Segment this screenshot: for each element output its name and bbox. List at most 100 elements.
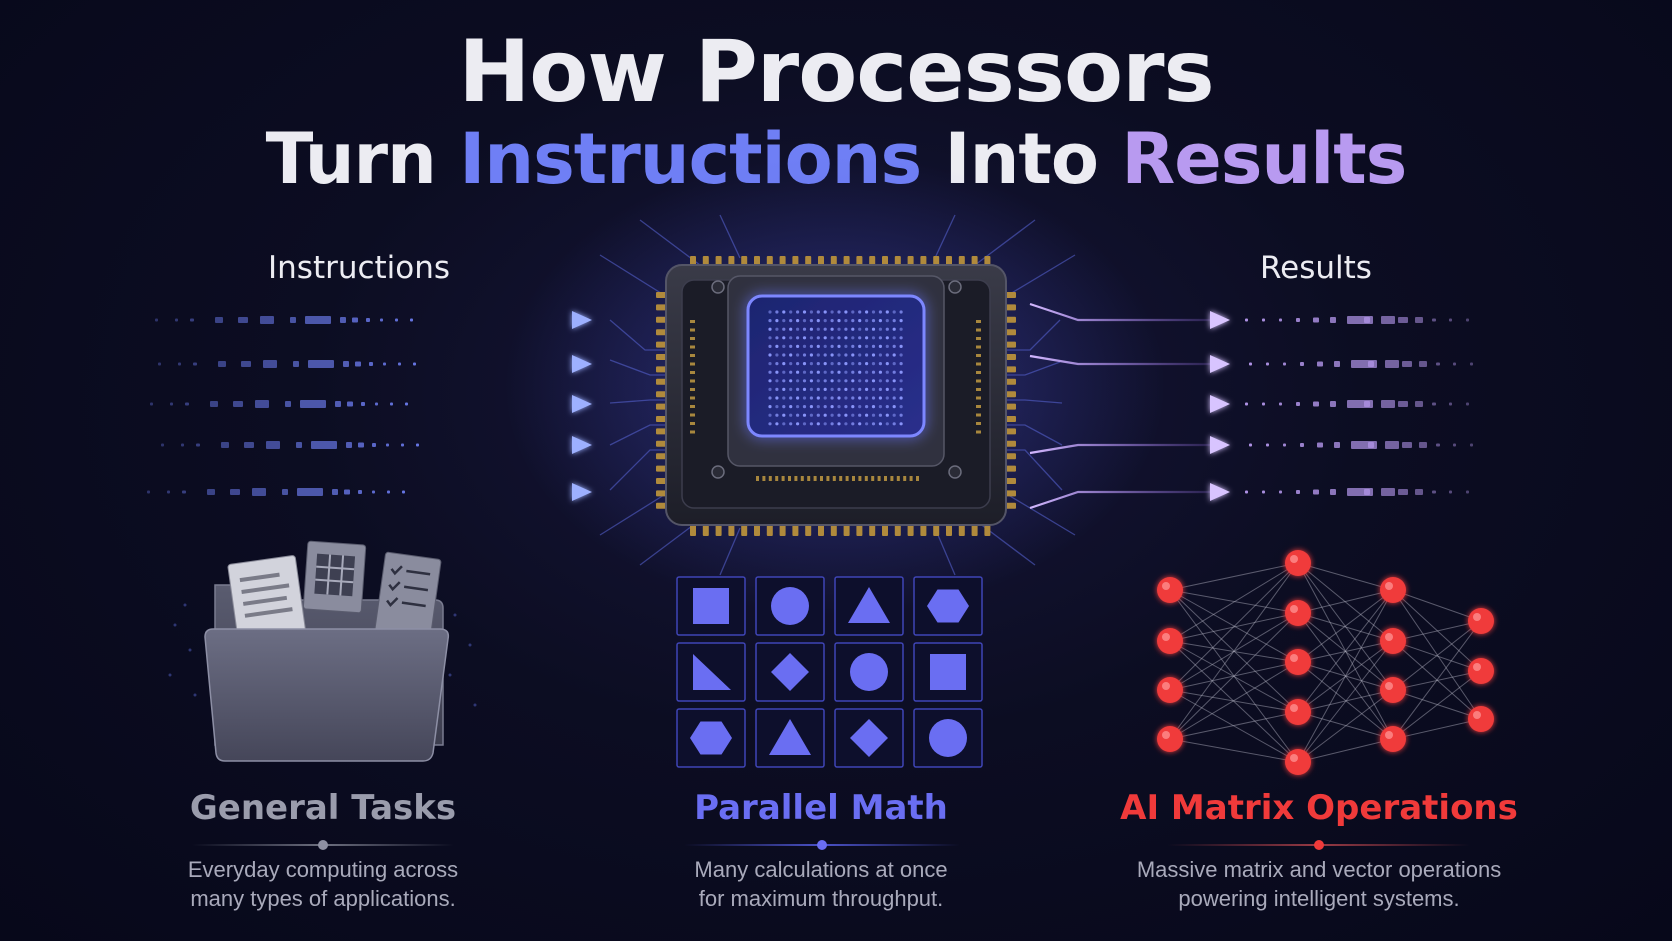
stream-line bbox=[1029, 443, 1210, 455]
network-node bbox=[1380, 628, 1406, 654]
stream-dash bbox=[218, 361, 226, 367]
network-edge bbox=[1297, 589, 1394, 763]
die-dot bbox=[871, 379, 876, 383]
stream-dash bbox=[221, 442, 229, 448]
stream-line bbox=[1029, 354, 1210, 366]
network-edge bbox=[1297, 661, 1394, 740]
die-dot bbox=[802, 310, 807, 314]
general-tasks-title: General Tasks bbox=[189, 788, 457, 828]
network-edge bbox=[1297, 589, 1394, 713]
stream-dash bbox=[147, 490, 150, 494]
die-dot bbox=[899, 413, 903, 417]
package-contact bbox=[690, 379, 695, 383]
network-edge bbox=[1392, 620, 1482, 642]
ai-matrix-title: AI Matrix Operations bbox=[1120, 788, 1518, 828]
die-dot bbox=[851, 327, 855, 331]
package-contact bbox=[976, 396, 981, 400]
network-node bbox=[1157, 577, 1183, 603]
die-dot bbox=[878, 336, 883, 340]
network-edge bbox=[1392, 670, 1482, 740]
stream-dash bbox=[263, 360, 277, 368]
die-dot bbox=[775, 362, 779, 366]
package-contact bbox=[976, 405, 981, 408]
package-contact bbox=[976, 354, 981, 357]
die-dot bbox=[802, 362, 807, 366]
die-dot bbox=[789, 362, 793, 366]
chip-pin bbox=[933, 524, 940, 536]
die-dot bbox=[796, 379, 800, 383]
die-dot bbox=[865, 310, 869, 314]
die-dot bbox=[865, 422, 869, 426]
arrow-head bbox=[572, 311, 592, 329]
stream-dash bbox=[215, 317, 223, 323]
die-dot bbox=[844, 344, 848, 348]
package-contact bbox=[976, 371, 981, 374]
die-dot bbox=[816, 396, 820, 400]
stream-dash bbox=[375, 402, 378, 406]
network-node bbox=[1285, 600, 1311, 626]
chip-pin bbox=[843, 524, 850, 536]
network-edge bbox=[1169, 589, 1299, 614]
stream-dash bbox=[395, 318, 398, 322]
die-dot bbox=[823, 353, 827, 357]
die-dot bbox=[830, 387, 834, 391]
die-dot bbox=[789, 344, 793, 348]
die-dot bbox=[768, 387, 772, 391]
node-highlight bbox=[1473, 711, 1481, 719]
die-dot bbox=[871, 319, 876, 323]
network-node bbox=[1285, 649, 1311, 675]
divider-dot bbox=[817, 840, 827, 850]
chip-pin bbox=[1006, 354, 1016, 360]
die-dot bbox=[885, 379, 889, 383]
network-edge bbox=[1169, 640, 1299, 663]
die-dot bbox=[851, 405, 855, 409]
network-edge bbox=[1169, 589, 1299, 763]
chip-pin bbox=[830, 256, 837, 266]
stream-dash bbox=[1249, 362, 1252, 366]
network-node bbox=[1285, 550, 1311, 576]
arrow-head bbox=[572, 355, 592, 373]
stream-dash bbox=[1296, 490, 1300, 494]
die-dot bbox=[830, 370, 834, 374]
general-tasks-desc-line2: many types of applications. bbox=[190, 886, 456, 911]
die-dot bbox=[782, 353, 786, 357]
network-node bbox=[1285, 699, 1311, 725]
stream-dash bbox=[266, 441, 280, 449]
chip-pin bbox=[830, 524, 837, 536]
die-dot bbox=[871, 327, 876, 331]
die-dot bbox=[782, 344, 786, 348]
chip-pin bbox=[894, 524, 901, 536]
stream-dash bbox=[150, 402, 153, 406]
die-dot bbox=[851, 344, 855, 348]
hexagon-shape bbox=[927, 589, 969, 623]
die-dot bbox=[775, 327, 779, 331]
die-dot bbox=[892, 344, 896, 348]
network-edge bbox=[1392, 718, 1482, 740]
die-dot bbox=[809, 344, 814, 348]
chip-pin bbox=[946, 524, 952, 536]
die-dot bbox=[816, 413, 820, 417]
die-dot bbox=[775, 319, 779, 323]
chip-pin bbox=[656, 316, 666, 323]
node-highlight bbox=[1473, 613, 1481, 621]
network-edge bbox=[1297, 640, 1394, 713]
package-contact bbox=[813, 476, 817, 481]
network-edge bbox=[1297, 711, 1394, 740]
die-dot bbox=[816, 310, 820, 314]
die-dot bbox=[837, 413, 841, 417]
die-dot bbox=[768, 336, 772, 340]
die-dot bbox=[899, 387, 903, 391]
die-dot bbox=[885, 344, 889, 348]
die-dot bbox=[851, 336, 855, 340]
die-dot bbox=[768, 405, 772, 409]
chip-pin bbox=[1006, 478, 1016, 484]
die-dot bbox=[768, 396, 772, 400]
die-dot bbox=[844, 336, 848, 340]
stream-dash bbox=[390, 402, 393, 406]
die-dot bbox=[796, 422, 800, 426]
die-dot bbox=[837, 319, 841, 323]
die-dot bbox=[809, 362, 814, 366]
stream-dash bbox=[387, 490, 390, 494]
stream-dash bbox=[1436, 443, 1440, 447]
node-highlight bbox=[1290, 754, 1298, 762]
